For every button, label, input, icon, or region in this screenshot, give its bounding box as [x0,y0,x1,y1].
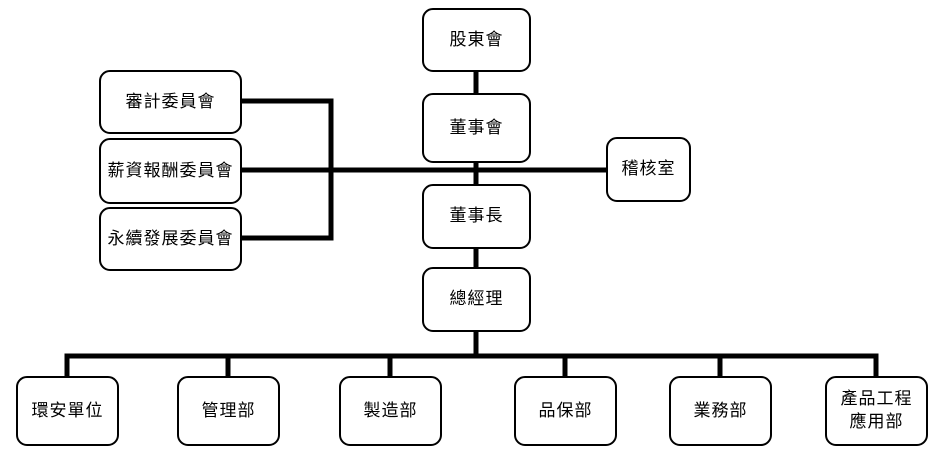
audit-office-label: 稽核室 [621,159,676,180]
dept-environmental-safety-label: 環安單位 [31,400,104,421]
audit-office-box: 稽核室 [606,137,691,202]
sustainability-committee-box: 永續發展委員會 [99,207,242,271]
dept-quality-assurance-label: 品保部 [538,400,593,421]
sustainability-committee-label: 永續發展委員會 [107,228,234,249]
board-of-directors-label: 董事會 [449,117,504,138]
dept-product-engineering-label-line1: 產品工程 [840,389,913,410]
general-manager-label: 總經理 [449,289,504,310]
board-of-directors-box: 董事會 [422,93,531,163]
general-manager-box: 總經理 [422,267,531,332]
chairman-box: 董事長 [422,184,531,249]
dept-sales-box: 業務部 [669,376,772,446]
audit-committee-box: 審計委員會 [99,70,242,134]
dept-product-engineering-label-line2: 應用部 [849,412,904,432]
shareholders-meeting-box: 股東會 [422,8,531,72]
dept-manufacturing-label: 製造部 [363,400,418,421]
dept-manufacturing-box: 製造部 [339,376,442,446]
dept-management-label: 管理部 [201,400,256,421]
dept-management-box: 管理部 [177,376,280,446]
compensation-committee-box: 薪資報酬委員會 [99,138,242,204]
dept-sales-label: 業務部 [693,400,748,421]
chairman-label: 董事長 [449,206,504,227]
dept-product-engineering-box: 產品工程 應用部 [825,376,928,446]
audit-committee-label: 審計委員會 [125,91,216,112]
dept-environmental-safety-box: 環安單位 [16,376,119,446]
shareholders-meeting-label: 股東會 [449,29,504,50]
compensation-committee-label: 薪資報酬委員會 [107,160,234,181]
dept-quality-assurance-box: 品保部 [514,376,617,446]
